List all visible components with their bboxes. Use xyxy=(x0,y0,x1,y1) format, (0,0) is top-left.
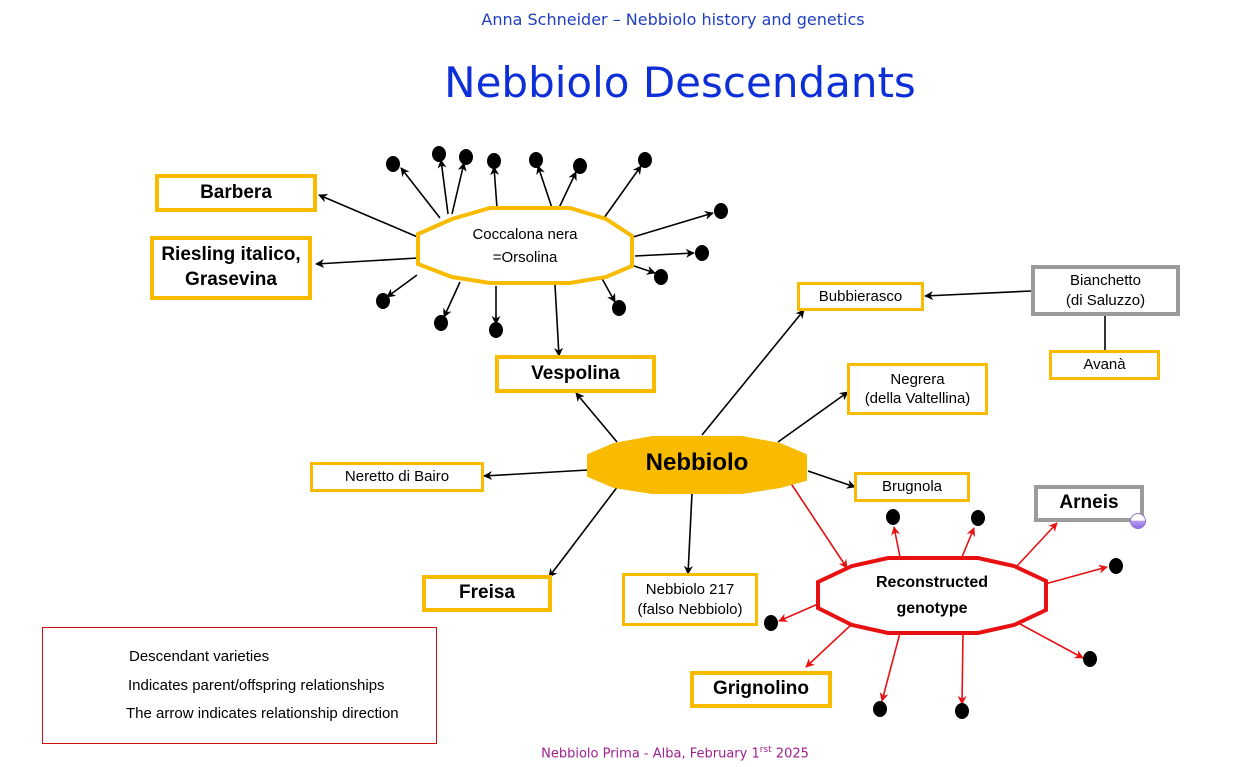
legend-dot-label: Descendant varieties xyxy=(129,648,270,665)
coccalona-label: Coccalona nera =Orsolina xyxy=(430,224,620,269)
coccalona-arrow-5 xyxy=(536,165,553,209)
coccalona-arrow-9 xyxy=(634,248,695,258)
red-arrow-6 xyxy=(957,632,967,705)
descendant-dot xyxy=(489,322,503,338)
node-riesling-line2: Grasevina xyxy=(185,269,277,290)
node-bubbierasco: Bubbierasco xyxy=(797,282,924,311)
arrow-to-nebbiolo217 xyxy=(683,492,693,575)
arrow-to-vespolina xyxy=(575,392,618,443)
node-bianchetto-line2: (di Saluzzo) xyxy=(1065,291,1146,309)
node-barbera: Barbera xyxy=(155,174,317,212)
descendant-dot xyxy=(1109,558,1123,574)
node-nebbiolo217-line2: (falso Nebbiolo) xyxy=(637,600,743,618)
red-arrow-3 xyxy=(1016,522,1058,567)
coccalona-arrow-2 xyxy=(437,159,449,215)
legend-arrow-label: The arrow indicates relationship directi… xyxy=(126,705,399,722)
descendant-dot xyxy=(654,269,668,285)
node-negrera-line2: (della Valtellina) xyxy=(864,390,971,407)
descendant-dot xyxy=(573,158,587,174)
coccalona-arrow-4 xyxy=(490,166,500,209)
reconstructed-arrows xyxy=(778,481,1108,705)
red-arrow-4 xyxy=(1044,564,1108,585)
legend-box: Descendant varieties Indicates parent/of… xyxy=(42,627,437,744)
nebbiolo-shape xyxy=(587,436,807,494)
coccalona-arrow-17 xyxy=(554,284,564,357)
node-brugnola: Brugnola xyxy=(854,472,970,502)
arrow-nebbiolo-to-reconstructed xyxy=(789,481,848,569)
node-negrera-line1: Negrera xyxy=(890,370,945,388)
coccalona-label-line1: Coccalona nera xyxy=(472,226,578,243)
footer-text: Nebbiolo Prima - Alba, February 1 xyxy=(541,746,760,762)
descendant-dot xyxy=(714,203,728,219)
red-arrow-8 xyxy=(805,623,853,668)
node-riesling-line1: Riesling italico, xyxy=(161,244,301,266)
descendant-dot xyxy=(487,153,501,169)
arrow-to-brugnola xyxy=(807,470,856,489)
node-nebbiolo217-line1: Nebbiolo 217 xyxy=(645,581,735,598)
coccalona-arrow-16 xyxy=(315,257,419,269)
descendant-dot xyxy=(764,615,778,631)
node-bianchetto-line1: Bianchetto xyxy=(1070,272,1141,289)
footer-year: 2025 xyxy=(771,746,809,762)
node-negrera: Negrera (della Valtellina) xyxy=(847,363,988,415)
coccalona-arrow-13 xyxy=(443,281,461,318)
coccalona-arrow-7 xyxy=(603,165,642,219)
descendant-dot xyxy=(376,293,390,309)
red-arrow-9 xyxy=(778,603,819,622)
node-bianchetto: Bianchetto (di Saluzzo) xyxy=(1031,265,1180,316)
node-avana: Avanà xyxy=(1049,350,1160,380)
coccalona-arrow-6 xyxy=(557,171,577,211)
reconstructed-shape xyxy=(816,556,1048,635)
node-neretto: Neretto di Bairo xyxy=(310,462,484,492)
coccalona-arrow-15 xyxy=(318,194,421,239)
arrow-to-neretto xyxy=(483,469,589,481)
arrow-to-negrera xyxy=(777,391,849,443)
descendant-dot xyxy=(638,152,652,168)
node-vespolina: Vespolina xyxy=(495,355,656,393)
presentation-subtitle: Anna Schneider – Nebbiolo history and ge… xyxy=(481,10,865,29)
reconstructed-label-line2: genotype xyxy=(896,599,968,617)
descendant-dot xyxy=(386,156,400,172)
descendant-dot xyxy=(529,152,543,168)
page-title: Nebbiolo Descendants xyxy=(444,58,916,107)
descendant-dot xyxy=(434,315,448,331)
red-arrow-5 xyxy=(1019,623,1084,659)
footer: Nebbiolo Prima - Alba, February 1rst 202… xyxy=(0,745,1246,761)
descendant-dot xyxy=(459,149,473,165)
coccalona-arrow-12 xyxy=(386,274,418,298)
red-arrow-1 xyxy=(891,526,901,558)
nebbiolo-black-arrows xyxy=(483,290,1032,578)
arrow-to-bubbierasco xyxy=(701,309,805,436)
descendant-dot xyxy=(1083,651,1097,667)
coccalona-arrow-8 xyxy=(632,211,714,238)
coccalona-arrow-3 xyxy=(451,162,467,215)
coccalona-shape xyxy=(416,206,634,285)
annotation-badge-icon[interactable] xyxy=(1130,513,1146,529)
descendant-dot xyxy=(971,510,985,526)
coccalona-arrow-1 xyxy=(400,167,441,219)
descendant-dot xyxy=(886,509,900,525)
arrow-to-freisa xyxy=(548,485,619,578)
descendant-dot xyxy=(873,701,887,717)
reconstructed-label-line1: Reconstructed xyxy=(875,574,989,591)
footer-superscript: rst xyxy=(759,745,772,755)
node-freisa: Freisa xyxy=(422,575,552,612)
reconstructed-label: Reconstructed genotype xyxy=(832,570,1032,621)
red-arrow-2 xyxy=(961,527,976,558)
descendant-dot xyxy=(612,300,626,316)
coccalona-label-line2: =Orsolina xyxy=(492,248,558,266)
node-arneis: Arneis xyxy=(1034,485,1144,522)
descendant-dot xyxy=(432,146,446,162)
legend-line-label: Indicates parent/offspring relationships xyxy=(128,677,385,694)
arrow-bianchetto-to-bubbierasco xyxy=(924,290,1032,301)
node-grignolino: Grignolino xyxy=(690,671,832,708)
descendant-dot xyxy=(955,703,969,719)
node-nebbiolo217: Nebbiolo 217 (falso Nebbiolo) xyxy=(622,573,758,626)
nebbiolo-label: Nebbiolo xyxy=(645,449,749,476)
descendant-dot xyxy=(695,245,709,261)
red-arrow-7 xyxy=(879,632,901,702)
node-riesling: Riesling italico, Grasevina xyxy=(150,236,312,300)
descendant-dots xyxy=(376,146,1123,719)
